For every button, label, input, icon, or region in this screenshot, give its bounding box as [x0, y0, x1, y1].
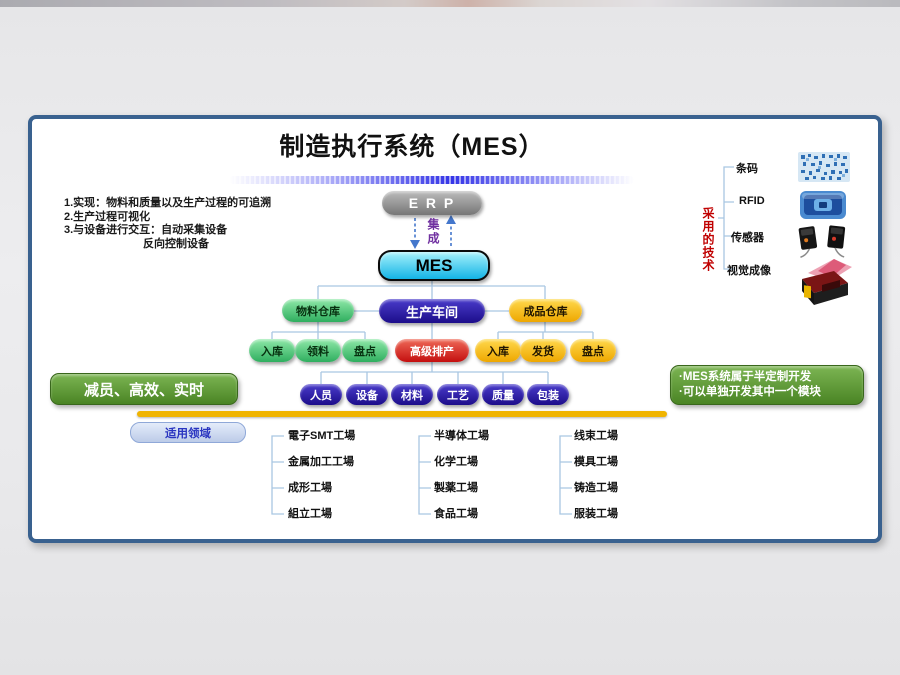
rfid-tag-icon	[800, 191, 846, 219]
factory-item: 製薬工場	[434, 482, 478, 494]
product-op-stocktake: 盘点	[570, 339, 616, 362]
element-process: 工艺	[437, 384, 479, 405]
factory-item: 金属加工工場	[288, 456, 354, 468]
barcode-icon	[798, 152, 850, 182]
page-title: 制造执行系统（MES）	[279, 133, 545, 161]
element-packaging: 包装	[527, 384, 569, 405]
element-equipment: 设备	[346, 384, 388, 405]
element-personnel: 人员	[300, 384, 342, 405]
sensor-icon	[794, 223, 852, 259]
gold-divider	[137, 411, 667, 417]
photo-edge-strip	[0, 0, 900, 7]
factory-item: 化学工場	[434, 456, 478, 468]
advanced-scheduling-node: 高级排产	[395, 339, 469, 362]
material-op-inbound: 入库	[249, 339, 295, 362]
factory-item: 铸造工場	[574, 482, 618, 494]
note-line-4: 反向控制设备	[143, 237, 209, 250]
tech-item-vision: 视觉成像	[727, 265, 771, 277]
finished-warehouse-node: 成品仓库	[509, 299, 582, 322]
customization-line-1: ·MES系统属于半定制开发	[679, 371, 812, 383]
material-op-stocktake: 盘点	[342, 339, 388, 362]
factory-item: 成形工場	[288, 482, 332, 494]
factory-item: 電子SMT工場	[288, 430, 356, 442]
benefit-banner: 减员、高效、实时	[50, 373, 238, 405]
product-op-inbound: 入库	[475, 339, 521, 362]
tech-item-sensor: 传感器	[731, 232, 764, 244]
erp-node: E R P	[382, 191, 482, 215]
element-material: 材料	[391, 384, 433, 405]
note-line-2: 2.生产过程可视化	[64, 210, 151, 223]
tech-item-rfid: RFID	[739, 195, 765, 207]
vision-camera-icon	[788, 257, 856, 309]
tech-item-barcode: 条码	[736, 163, 758, 175]
customization-line-2: ·可以单独开发其中一个模块	[679, 386, 821, 398]
factory-item: 服装工場	[574, 508, 618, 520]
factory-item: 食品工場	[434, 508, 478, 520]
feature-notes: 1.实现：物料和质量以及生产过程的可追溯 2.生产过程可视化 3.与设备进行交互…	[64, 197, 271, 251]
production-workshop-node: 生产车间	[379, 299, 485, 323]
note-line-1: 1.实现：物料和质量以及生产过程的可追溯	[64, 197, 272, 209]
technologies-label: 采用的技术	[701, 206, 715, 272]
element-quality: 质量	[482, 384, 524, 405]
material-op-picking: 领料	[295, 339, 341, 362]
integration-label: 集成	[426, 218, 440, 246]
factory-item: 組立工場	[288, 508, 332, 520]
product-op-shipping: 发货	[520, 339, 566, 362]
slide-panel: 制造执行系统（MES） 1.实现：物料和质量以及生产过程的可追溯 2.生产过程可…	[28, 115, 882, 543]
applicable-domains-label: 适用领域	[130, 422, 246, 443]
factory-item: 半導体工場	[434, 430, 489, 442]
customization-banner: ·MES系统属于半定制开发 ·可以单独开发其中一个模块	[670, 365, 864, 405]
mes-node: MES	[378, 250, 490, 281]
factory-item: 模具工場	[574, 456, 618, 468]
title-underline	[229, 176, 634, 184]
factory-item: 线束工場	[574, 430, 618, 442]
material-warehouse-node: 物料仓库	[282, 299, 354, 322]
note-line-3: 3.与设备进行交互：自动采集设备	[64, 224, 228, 236]
